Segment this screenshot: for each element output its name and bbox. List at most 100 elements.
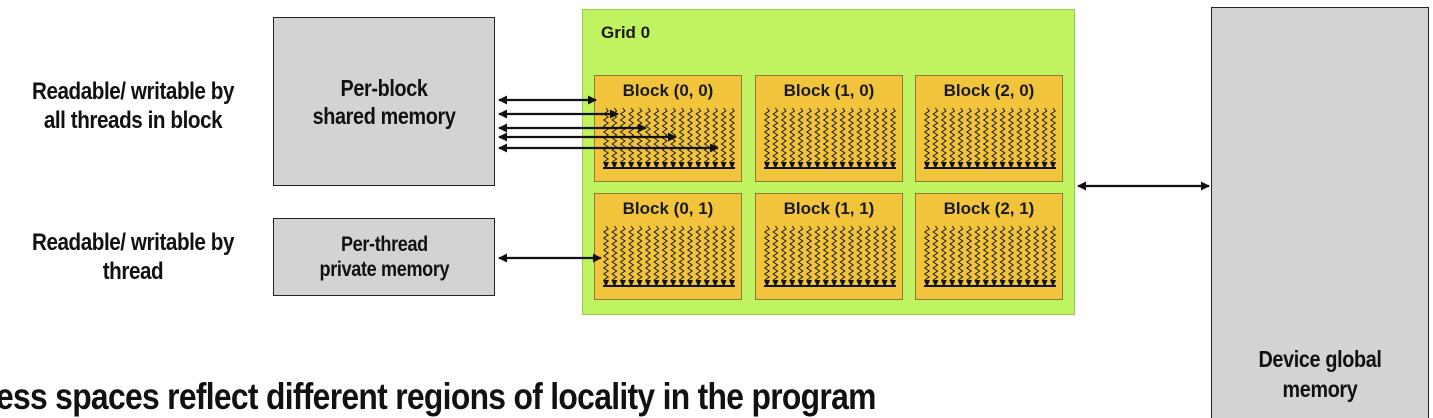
- thread-arrowhead: [1024, 162, 1031, 169]
- thread-arrowhead: [789, 280, 796, 287]
- thread-squiggle: [1041, 225, 1048, 281]
- thread-squiggle: [814, 225, 821, 281]
- thread-arrowhead: [890, 162, 896, 169]
- thread-arrowhead: [940, 280, 947, 287]
- thread-squiggle: [881, 107, 888, 163]
- thread-arrowhead: [999, 162, 1006, 169]
- thread-squiggle: [864, 107, 871, 163]
- thread-squiggle: [932, 225, 939, 281]
- thread-squiggle: [1007, 225, 1015, 281]
- thread-arrowhead: [1041, 280, 1048, 287]
- thread-squiggle: [957, 107, 964, 163]
- thread-squiggle: [712, 225, 719, 281]
- thread-squiggle: [940, 107, 947, 163]
- thread-squiggle: [889, 225, 897, 281]
- block-0-1: Block (0, 1): [594, 193, 742, 300]
- thread-squiggle: [923, 225, 931, 281]
- thread-arrowhead: [806, 162, 812, 169]
- thread-squiggle: [864, 225, 871, 281]
- thread-arrowhead: [661, 162, 668, 169]
- thread-squiggle: [720, 225, 727, 281]
- thread-arrowhead: [645, 162, 651, 169]
- thread-squiggle: [678, 225, 685, 281]
- thread-arrowhead: [653, 162, 660, 169]
- thread-squiggle: [619, 225, 626, 281]
- thread-arrowhead: [661, 280, 668, 287]
- thread-arrowhead: [772, 280, 779, 287]
- thread-squiggle: [856, 107, 863, 163]
- shared-access-label-line2: all threads in block: [43, 107, 223, 134]
- thread-squiggle: [695, 225, 702, 281]
- thread-arrowhead: [636, 280, 643, 287]
- thread-squiggle: [611, 225, 618, 281]
- thread-arrowhead: [881, 162, 888, 169]
- thread-arrowhead: [712, 280, 719, 287]
- thread-squiggle: [763, 225, 771, 281]
- thread-squiggle: [847, 225, 855, 281]
- thread-arrowhead: [611, 162, 618, 169]
- thread-squiggle: [1049, 107, 1057, 163]
- thread-squiggle: [965, 225, 973, 281]
- thread-arrowhead: [729, 280, 735, 287]
- thread-squiggle: [789, 225, 796, 281]
- thread-squiggle: [856, 225, 863, 281]
- thread-squiggle: [999, 225, 1006, 281]
- thread-arrowhead: [1008, 162, 1014, 169]
- private-memory-line2: private memory: [319, 258, 449, 281]
- thread-arrowhead: [873, 162, 880, 169]
- block-title: Block (0, 0): [622, 81, 714, 100]
- thread-squiggle: [1041, 107, 1048, 163]
- thread-arrowhead: [848, 162, 854, 169]
- thread-squiggle: [1033, 107, 1040, 163]
- thread-squiggle: [822, 225, 829, 281]
- footer-text: ess spaces reflect different regions of …: [0, 376, 876, 417]
- global-memory-box: Device global memory: [1211, 7, 1429, 418]
- thread-squiggle: [932, 107, 939, 163]
- block-title: Block (1, 0): [783, 81, 875, 100]
- thread-squiggle: [974, 107, 981, 163]
- thread-squiggle: [1033, 225, 1040, 281]
- thread-squiggles-icon: [923, 107, 1057, 169]
- thread-arrowhead: [703, 162, 710, 169]
- thread-arrowhead: [678, 280, 685, 287]
- thread-arrowhead: [991, 280, 998, 287]
- thread-squiggle: [1016, 107, 1023, 163]
- thread-squiggle: [881, 225, 888, 281]
- thread-arrowhead: [628, 280, 635, 287]
- thread-squiggle: [1024, 107, 1031, 163]
- thread-arrowhead: [856, 280, 863, 287]
- block-1-1: Block (1, 1): [755, 193, 903, 300]
- global-memory-text: Device global memory: [1227, 344, 1413, 404]
- thread-squiggle: [1007, 107, 1015, 163]
- block-2-0: Block (2, 0): [915, 75, 1063, 182]
- thread-arrowhead: [873, 280, 880, 287]
- thread-squiggle: [772, 107, 779, 163]
- thread-squiggles-icon: [763, 225, 897, 287]
- thread-arrowhead: [628, 162, 635, 169]
- thread-arrowhead: [814, 280, 821, 287]
- thread-arrowhead: [890, 280, 896, 287]
- thread-squiggle: [661, 225, 668, 281]
- thread-squiggle: [678, 107, 685, 163]
- thread-squiggle: [999, 107, 1006, 163]
- thread-squiggle: [974, 225, 981, 281]
- global-memory-line2: memory: [1282, 376, 1358, 402]
- private-access-label-line1: Readable/ writable by: [31, 229, 235, 256]
- thread-arrowhead: [619, 280, 626, 287]
- thread-squiggle: [805, 107, 813, 163]
- thread-squiggle: [991, 107, 998, 163]
- thread-arrowhead: [780, 280, 787, 287]
- thread-arrowhead: [797, 162, 804, 169]
- thread-arrowhead: [1033, 280, 1040, 287]
- thread-arrowhead: [932, 162, 939, 169]
- thread-squiggle: [847, 107, 855, 163]
- thread-arrowhead: [839, 162, 846, 169]
- thread-squiggle: [653, 225, 660, 281]
- thread-arrowhead: [695, 162, 702, 169]
- thread-arrowhead: [806, 280, 812, 287]
- private-memory-text: Per-thread private memory: [319, 232, 449, 282]
- thread-arrowhead: [957, 162, 964, 169]
- shared-access-label-line1: Readable/ writable by: [31, 78, 235, 105]
- thread-arrowhead: [645, 280, 651, 287]
- thread-squiggle: [949, 225, 956, 281]
